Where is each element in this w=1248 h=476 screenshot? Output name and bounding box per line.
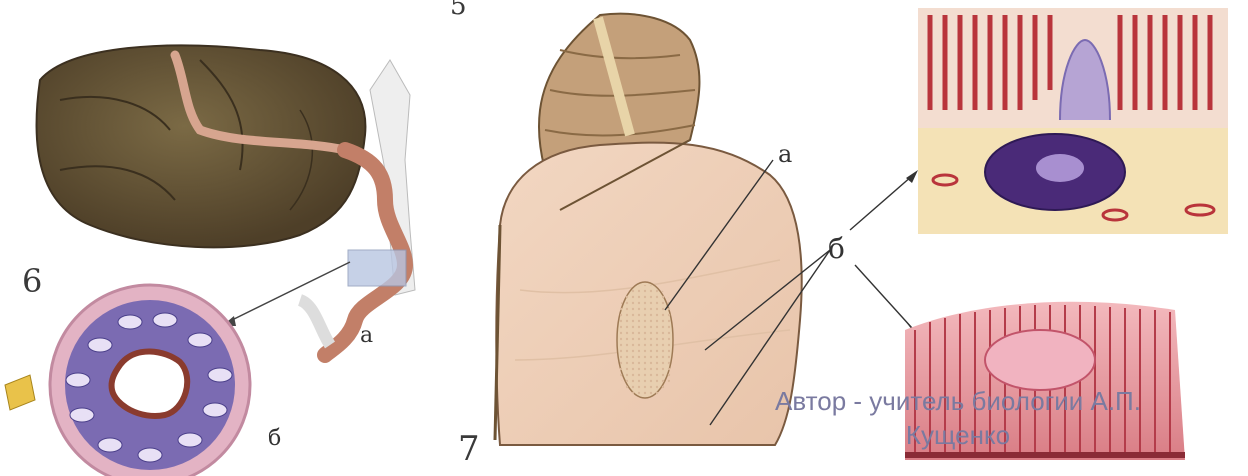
figure-5-label: 5 <box>450 0 467 21</box>
figure-6-label: 6 <box>22 262 42 300</box>
intestine-illustration <box>495 14 802 445</box>
label-b-villi: б <box>828 232 845 265</box>
arrow-to-cross-section <box>222 262 350 326</box>
author-credit-line2: Кущенко <box>906 420 1010 450</box>
label-b-cross-section: б <box>268 426 281 451</box>
label-a-intestine: а <box>778 140 792 168</box>
figure-7-label: 7 <box>458 429 480 469</box>
author-credit-line1: Автор - учитель биологии А.П. <box>775 386 1141 416</box>
arrow-head-upper <box>906 170 918 183</box>
gland-micrograph <box>918 8 1228 234</box>
duct-cross-section <box>5 285 250 476</box>
label-a-duct: а <box>360 323 373 348</box>
